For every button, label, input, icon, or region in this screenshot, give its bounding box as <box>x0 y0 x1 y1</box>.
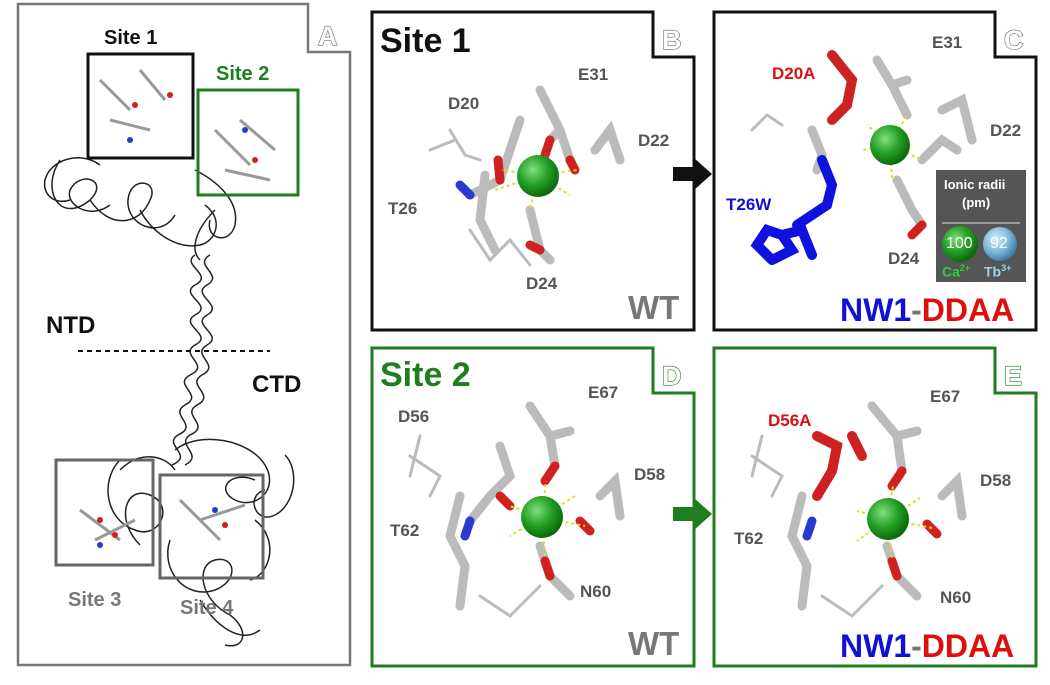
panel-d-state: WT <box>628 625 680 662</box>
inset-title: Ionic radii <box>944 177 1006 192</box>
state-ddaa: DDAA <box>921 628 1015 664</box>
calcium-ion <box>517 155 559 197</box>
ca-charge: 2+ <box>959 263 971 273</box>
tb-charge: 3+ <box>1001 263 1012 273</box>
residue-d22: D22 <box>990 121 1022 140</box>
residue-t62: T62 <box>390 521 420 540</box>
panel-a: A Site 1 Site 2 NTD CTD Site 3 Site 4 <box>0 0 360 685</box>
panel-b-letter: B <box>661 25 682 55</box>
state-dash: - <box>911 628 922 664</box>
calcium-ion <box>867 498 909 540</box>
panel-e: E E67 D58 T62 N60 D56A NW1-DDAA <box>712 346 1038 668</box>
residue-t62: T62 <box>734 529 764 548</box>
residue-d56: D56 <box>398 407 430 426</box>
panel-d-title: Site 2 <box>380 356 471 394</box>
panel-e-state: NW1-DDAA <box>840 630 1014 662</box>
residue-e67: E67 <box>930 387 961 406</box>
panel-d: D Site 2 E67 D56 D58 T62 N60 WT <box>370 346 696 668</box>
panel-b-title: Site 1 <box>380 22 471 60</box>
site2-label: Site 2 <box>216 63 270 85</box>
residue-n60: N60 <box>580 582 612 601</box>
site4-label: Site 4 <box>180 597 234 619</box>
protein-ribbon <box>43 157 295 647</box>
state-dash: - <box>911 292 922 328</box>
arrow-site1 <box>673 158 712 190</box>
tb-sphere <box>983 227 1017 261</box>
residue-d22: D22 <box>638 131 670 150</box>
mutation-d20a: D20A <box>772 64 816 83</box>
state-nw1: NW1 <box>840 628 912 664</box>
calcium-ion <box>870 125 910 165</box>
ionic-radii-inset <box>936 170 1026 282</box>
residue-d24: D24 <box>888 249 920 268</box>
residue-n60: N60 <box>940 588 972 607</box>
panel-c-state: NW1-DDAA <box>840 294 1014 326</box>
ca-radius-value: 100 <box>946 235 973 252</box>
oxygen-atoms <box>97 92 258 538</box>
state-nw1: NW1 <box>840 292 912 328</box>
site2-box <box>196 88 300 197</box>
panel-b-graphic <box>370 10 696 332</box>
panel-c-letter: C <box>1003 25 1024 55</box>
site-sticks <box>79 69 276 542</box>
residue-d20: D20 <box>448 94 480 113</box>
tb-radius-value: 92 <box>990 235 1008 252</box>
site3-box <box>54 458 155 567</box>
site1-label: Site 1 <box>104 27 158 49</box>
ntd-label: NTD <box>46 312 96 339</box>
site3-label: Site 3 <box>68 589 122 611</box>
panel-d-graphic <box>370 346 696 668</box>
panel-b: B Site 1 E31 D20 D22 T26 D24 WT <box>370 10 696 332</box>
residue-d24: D24 <box>526 274 558 293</box>
state-ddaa: DDAA <box>921 292 1015 328</box>
panel-a-graphic <box>16 2 352 667</box>
panel-e-letter: E <box>1003 361 1023 391</box>
nitrogen-atoms <box>97 127 248 548</box>
tb-ion-label: Tb3+ <box>984 264 1011 279</box>
ca-sphere <box>942 226 978 262</box>
site4-box <box>158 473 265 580</box>
panel-b-state: WT <box>628 289 680 326</box>
residue-e67: E67 <box>588 383 619 402</box>
panel-a-letter: A <box>317 21 338 51</box>
ca-symbol: Ca <box>942 263 960 280</box>
tb-symbol: Tb <box>984 263 1002 280</box>
residue-e31: E31 <box>932 33 963 52</box>
arrow-site2 <box>673 498 712 530</box>
panel-d-letter: D <box>661 361 682 391</box>
panel-e-graphic <box>712 346 1038 668</box>
residue-d58: D58 <box>980 471 1012 490</box>
mutation-t26w: T26W <box>726 195 772 214</box>
calcium-ion <box>521 496 563 538</box>
residue-t26: T26 <box>388 199 418 218</box>
inset-unit: (pm) <box>962 195 991 210</box>
panel-c: C E31 D22 D24 D20A T26W Ionic radii (pm)… <box>712 10 1038 332</box>
ctd-label: CTD <box>252 371 302 398</box>
site1-box <box>86 52 195 160</box>
panel-c-graphic <box>712 10 1038 332</box>
mutation-d56a: D56A <box>768 411 812 430</box>
residue-d58: D58 <box>634 465 666 484</box>
ca-ion-label: Ca2+ <box>942 264 970 279</box>
residue-e31: E31 <box>578 65 609 84</box>
